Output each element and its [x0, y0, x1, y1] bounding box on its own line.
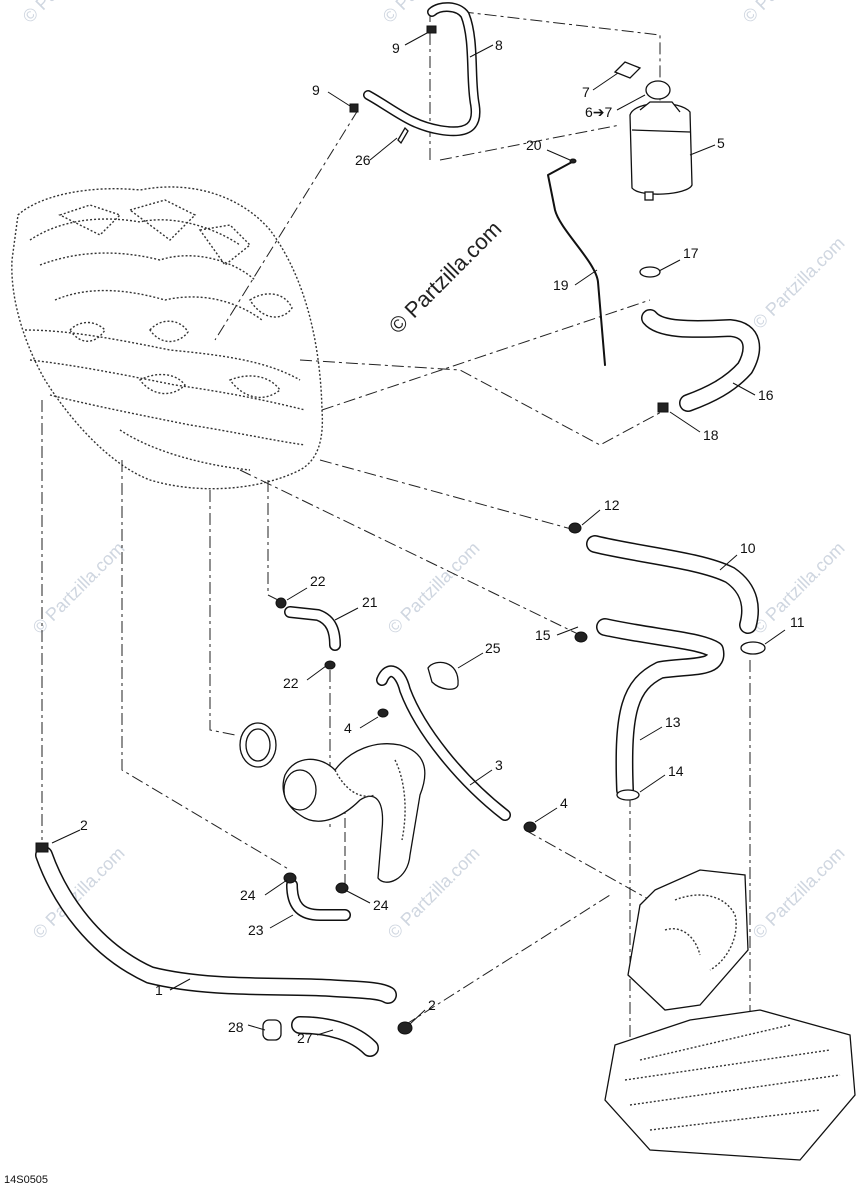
callout-24-left: 24 — [240, 887, 256, 903]
callout-10: 10 — [740, 540, 756, 556]
callout-11: 11 — [790, 614, 805, 630]
clamp-2-upper — [35, 842, 49, 853]
sleeve-28 — [262, 1019, 282, 1041]
hose-21 — [284, 606, 341, 651]
gasket-25 — [427, 661, 459, 690]
clamp-24-left — [283, 872, 297, 884]
callout-7: 7 — [582, 84, 590, 100]
hose-8 — [363, 2, 481, 137]
callout-17: 17 — [683, 245, 699, 261]
figure-code: 14S0505 — [4, 1174, 48, 1186]
hose-10 — [586, 535, 759, 634]
watermark-faint: © Partzilla.com — [19, 0, 119, 27]
clamp-14 — [616, 789, 640, 801]
hose-3 — [376, 665, 511, 821]
callout-24-right: 24 — [373, 897, 389, 913]
clamp-11 — [740, 641, 766, 655]
watermark-faint: © Partzilla.com — [749, 843, 849, 943]
callout-19: 19 — [553, 277, 569, 293]
clamp-22-lower — [324, 660, 336, 670]
hose-27 — [291, 1016, 379, 1057]
tube-19 — [547, 161, 606, 366]
callout-4-lower: 4 — [560, 795, 568, 811]
callout-26: 26 — [355, 152, 371, 168]
watermark-main: © Partzilla.com — [384, 216, 507, 339]
callout-14: 14 — [668, 763, 684, 779]
callout-22-bottom: 22 — [283, 675, 299, 691]
cap-6 — [645, 80, 671, 100]
jet-pump-assembly — [604, 869, 856, 1161]
clamp-22-upper — [275, 597, 287, 609]
watermark-faint: © Partzilla.com — [384, 538, 484, 638]
exhaust-assembly — [239, 722, 426, 883]
reservoir-5 — [629, 101, 693, 201]
callout-22-top: 22 — [310, 573, 326, 589]
callouts: 9 8 9 26 7 6➔7 5 20 19 17 16 18 12 10 11… — [80, 37, 805, 1046]
engine-illustration — [11, 186, 324, 490]
hose-1 — [35, 846, 397, 1004]
hose-16 — [641, 309, 761, 412]
clamp-18 — [657, 402, 669, 413]
callout-3: 3 — [495, 757, 503, 773]
clamp-12 — [568, 522, 582, 534]
watermark-faint: © Partzilla.com — [749, 233, 849, 333]
callout-9: 9 — [312, 82, 320, 98]
clamp-4-upper — [377, 708, 389, 718]
clamp-4-lower — [523, 821, 537, 833]
callout-15: 15 — [535, 627, 551, 643]
callout-27: 27 — [297, 1030, 313, 1046]
hose-23 — [286, 879, 351, 921]
callout-25: 25 — [485, 640, 501, 656]
clamp-2-lower — [397, 1021, 413, 1035]
clamp-17 — [639, 266, 661, 278]
callout-leaders — [51, 32, 786, 1036]
hose-13 — [596, 618, 725, 799]
callout-2-lower: 2 — [428, 997, 436, 1013]
fitting-26 — [397, 126, 409, 145]
callout-20: 20 — [526, 137, 542, 153]
callout-9-top: 9 — [392, 40, 400, 56]
callout-4-upper: 4 — [344, 720, 352, 736]
callout-23: 23 — [248, 922, 264, 938]
clamp-24-right — [335, 882, 349, 894]
watermark-faint: © Partzilla.com — [29, 538, 129, 638]
clamp-15 — [574, 631, 588, 643]
callout-5: 5 — [717, 135, 725, 151]
callout-18: 18 — [703, 427, 719, 443]
callout-28: 28 — [228, 1019, 244, 1035]
watermark-faint: © Partzilla.com — [739, 0, 839, 27]
callout-2-upper: 2 — [80, 817, 88, 833]
fitting-20 — [569, 158, 577, 164]
callout-16: 16 — [758, 387, 774, 403]
clamp-9-upper — [426, 25, 437, 34]
clamp-9-lower — [349, 103, 359, 113]
callout-12: 12 — [604, 497, 620, 513]
callout-8: 8 — [495, 37, 503, 53]
gasket-7 — [613, 61, 642, 79]
callout-1: 1 — [155, 982, 163, 998]
callout-13: 13 — [665, 714, 681, 730]
callout-6-7: 6➔7 — [585, 104, 613, 120]
callout-21: 21 — [362, 594, 378, 610]
